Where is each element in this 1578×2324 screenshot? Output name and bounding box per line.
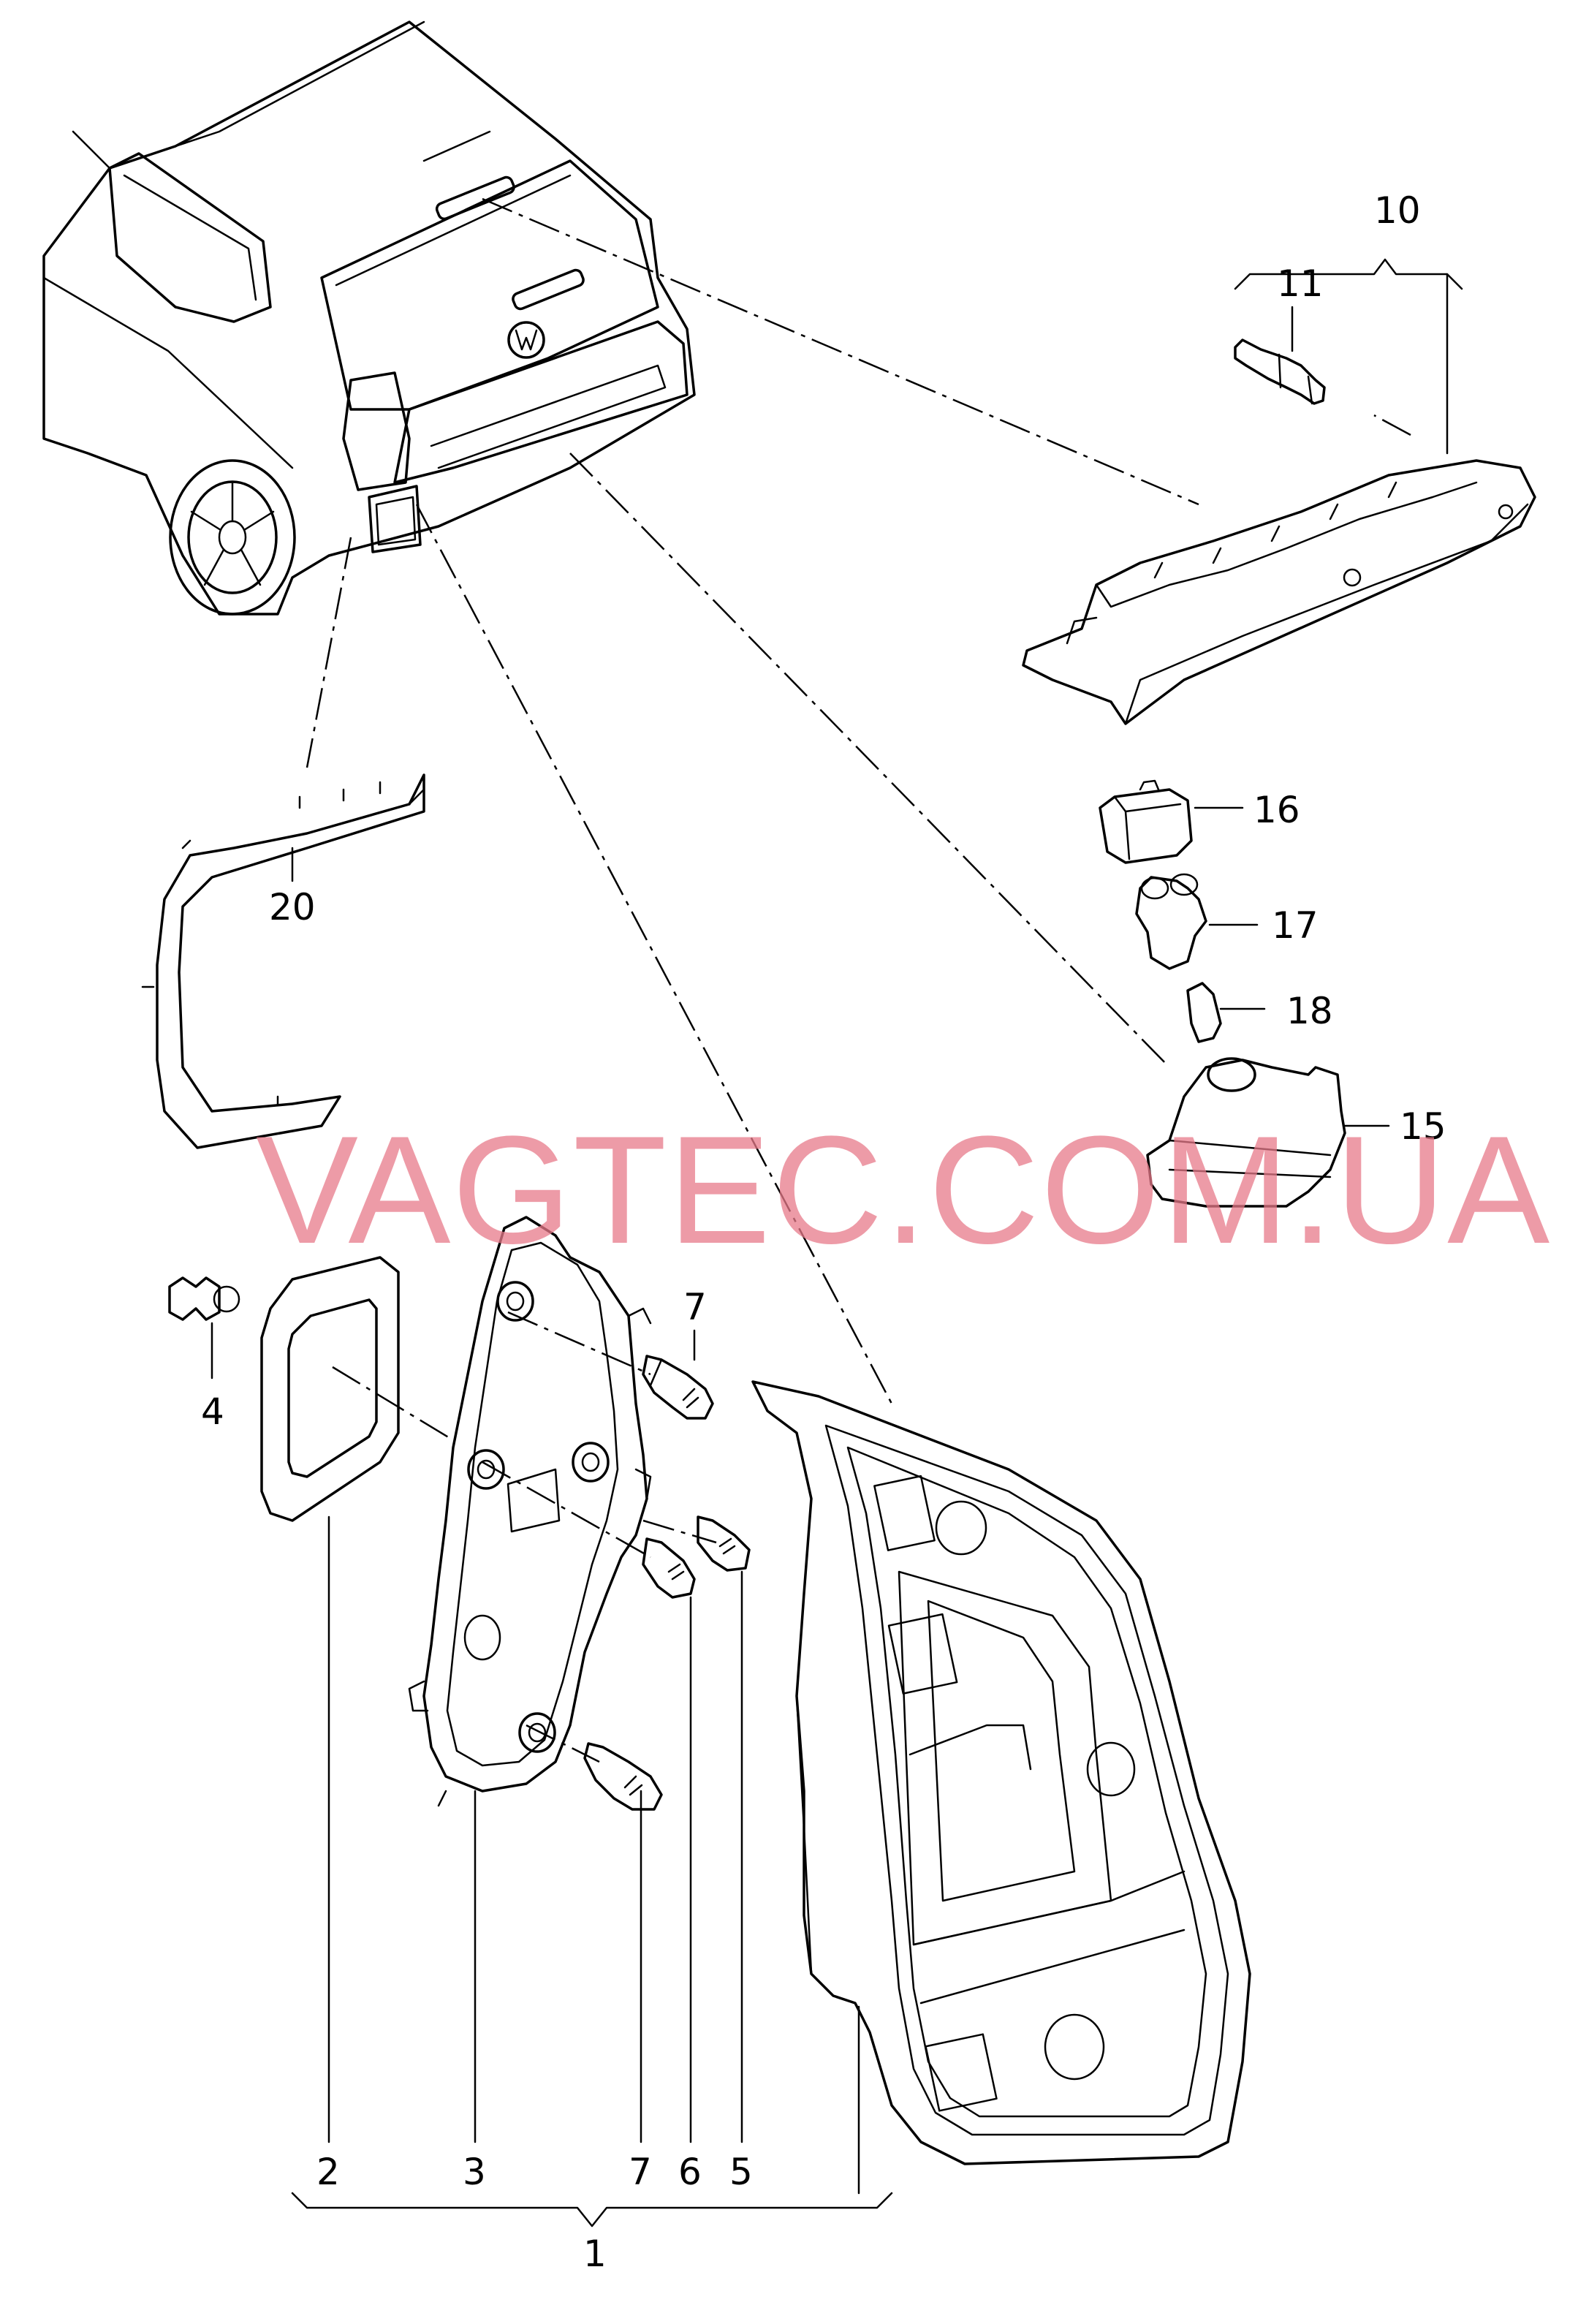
callout-11: 11 — [1277, 262, 1324, 305]
plate-light-part-15 — [1146, 1057, 1346, 1208]
leader-lines — [306, 197, 1411, 1763]
callout-16: 16 — [1253, 789, 1300, 831]
callout-15: 15 — [1400, 1105, 1446, 1148]
callout-3: 3 — [463, 2151, 486, 2193]
callout-labels: 10 11 16 17 18 15 20 4 7 2 3 7 6 5 1 — [201, 189, 1446, 2275]
callout-7-upper: 7 — [683, 1286, 707, 1328]
bulb-part-7-lower — [583, 1742, 663, 1811]
car-illustration — [42, 20, 696, 616]
trim-frame-part-20 — [141, 773, 425, 1149]
bulb-part-7-upper — [642, 1355, 714, 1420]
callout-20: 20 — [269, 886, 316, 928]
clip-part-11 — [1234, 338, 1326, 405]
holder-part-17 — [1135, 873, 1207, 970]
tail-light-housing-part-1 — [751, 1380, 1251, 2165]
callout-5: 5 — [729, 2151, 753, 2193]
bulb-carrier-part-3 — [408, 1216, 652, 1807]
callout-10: 10 — [1374, 189, 1421, 232]
callout-pointers — [210, 258, 1463, 2228]
callout-17: 17 — [1272, 904, 1319, 947]
socket-part-16 — [1099, 779, 1193, 864]
callout-1: 1 — [583, 2233, 607, 2275]
wing-nut-part-4 — [168, 1276, 240, 1321]
bulb-part-18 — [1186, 982, 1222, 1043]
gasket-part-2 — [260, 1256, 400, 1522]
watermark: VAGTEC.COM.UA — [256, 1104, 1551, 1276]
callout-7-lower: 7 — [629, 2151, 652, 2193]
callout-18: 18 — [1286, 990, 1333, 1032]
bulb-part-6 — [642, 1537, 696, 1599]
bulb-part-5 — [697, 1515, 751, 1572]
brake-light-part-10 — [1022, 459, 1536, 725]
callout-4: 4 — [201, 1390, 224, 1433]
callout-2: 2 — [316, 2151, 340, 2193]
callout-6: 6 — [678, 2151, 702, 2193]
